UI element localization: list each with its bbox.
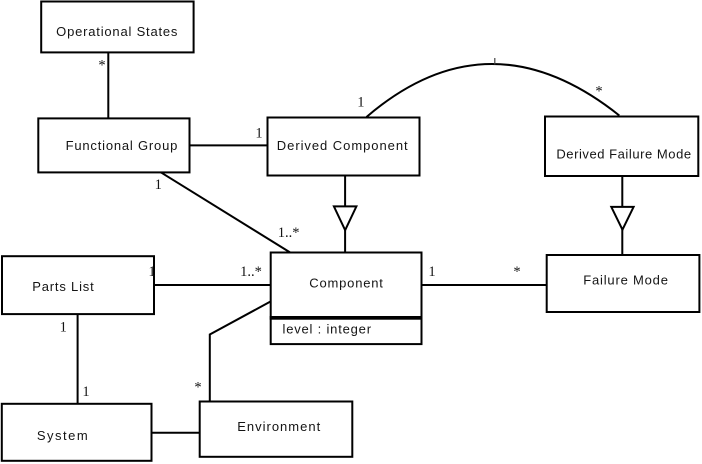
svg-text:System: System	[37, 428, 89, 443]
svg-text:*: *	[595, 84, 602, 100]
svg-text:Component: Component	[309, 275, 383, 290]
svg-text:Derived Failure Mode: Derived Failure Mode	[556, 147, 691, 162]
svg-text:Functional Group: Functional Group	[66, 138, 179, 153]
svg-text:Derived Component: Derived Component	[277, 138, 409, 153]
svg-text:1..*: 1..*	[278, 225, 300, 241]
svg-text:Parts List: Parts List	[32, 279, 94, 294]
svg-text:1: 1	[428, 264, 435, 280]
svg-text:*: *	[98, 58, 105, 74]
svg-text:Failure Mode: Failure Mode	[583, 272, 668, 287]
svg-text:level : integer: level : integer	[283, 322, 372, 337]
svg-text:Operational States: Operational States	[56, 24, 178, 39]
svg-text:*: *	[513, 264, 520, 280]
svg-text:1: 1	[155, 177, 162, 193]
svg-text:1: 1	[60, 320, 67, 336]
svg-text:1: 1	[255, 125, 262, 141]
svg-text:1: 1	[357, 94, 364, 110]
svg-text:*: *	[194, 380, 201, 396]
svg-text:Environment: Environment	[237, 419, 321, 434]
svg-text:1..*: 1..*	[240, 264, 262, 280]
svg-text:1: 1	[82, 384, 89, 400]
svg-text:1: 1	[148, 264, 155, 280]
